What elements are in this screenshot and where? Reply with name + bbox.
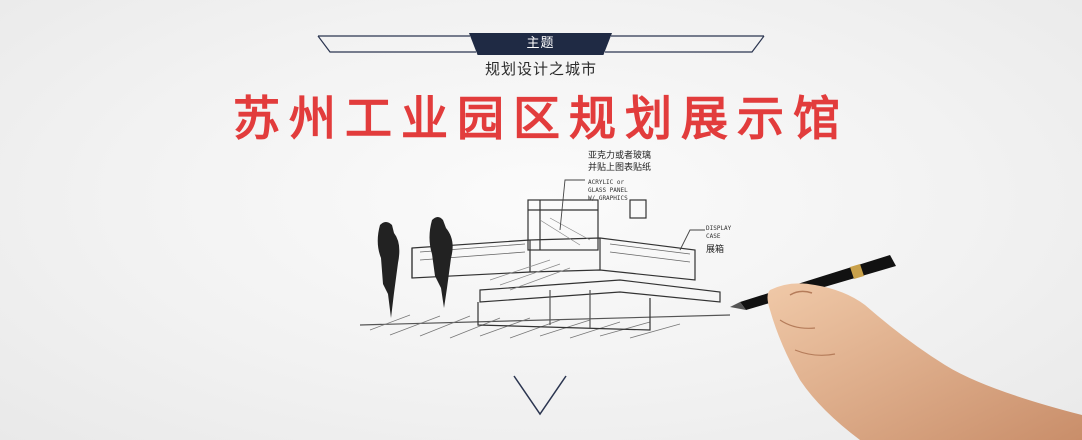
- display-case-cn: 展箱: [706, 243, 724, 255]
- hand-with-pen-illustration: [730, 255, 1082, 440]
- display-case-en-2: CASE: [706, 233, 721, 240]
- page-title: 苏州工业园区规划展示馆: [233, 92, 849, 147]
- chevron-down-icon: [513, 375, 567, 416]
- sketch-note-en-3: W/ GRAPHICS: [588, 195, 628, 202]
- subtitle: 规划设计之城市: [484, 60, 597, 78]
- sketch-note-cn-1: 亚克力或者玻璃: [588, 149, 651, 161]
- sketch-note-en-1: ACRYLIC or: [588, 179, 625, 186]
- architecture-sketch: 亚克力或者玻璃 并贴上图表贴纸 ACRYLIC or GLASS PANEL W…: [359, 149, 732, 339]
- sketch-note-en-2: GLASS PANEL: [588, 187, 628, 194]
- theme-tag: 主题: [469, 33, 612, 55]
- display-case-en-1: DISPLAY: [706, 225, 732, 232]
- sketch-note-cn-2: 并贴上图表贴纸: [588, 161, 651, 173]
